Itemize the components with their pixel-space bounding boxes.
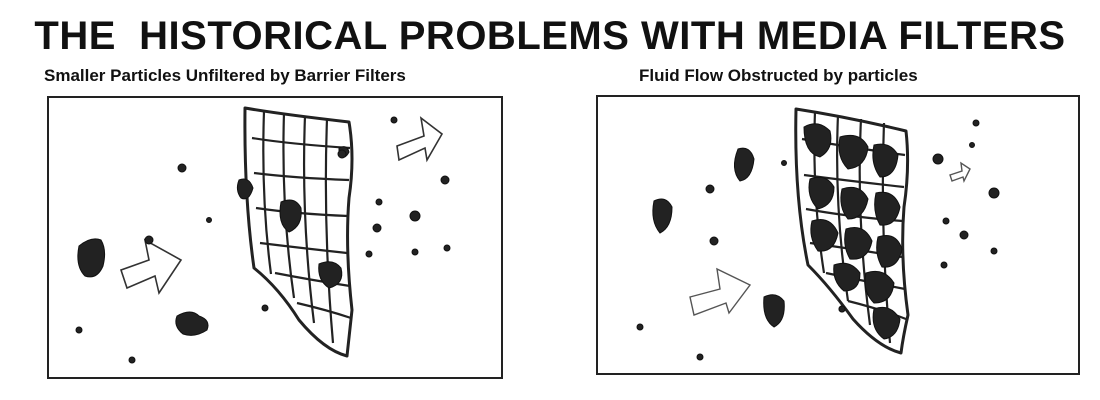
flow-arrow-icon [119,116,444,295]
illustration-frame-right [596,95,1080,375]
page-title: THE HISTORICAL PROBLEMS WITH MEDIA FILTE… [34,14,1066,58]
filter-illustration-right [636,107,1000,361]
particle-icon [636,119,1000,361]
filter-illustration-left [75,106,451,364]
panel-caption-left: Smaller Particles Unfiltered by Barrier … [44,66,406,85]
panel-caption-right: Fluid Flow Obstructed by particles [639,66,918,85]
particle-icon [75,116,451,364]
filter-mesh-icon [243,106,354,358]
flow-arrow-icon [689,161,971,316]
illustration-frame-left [47,96,503,379]
